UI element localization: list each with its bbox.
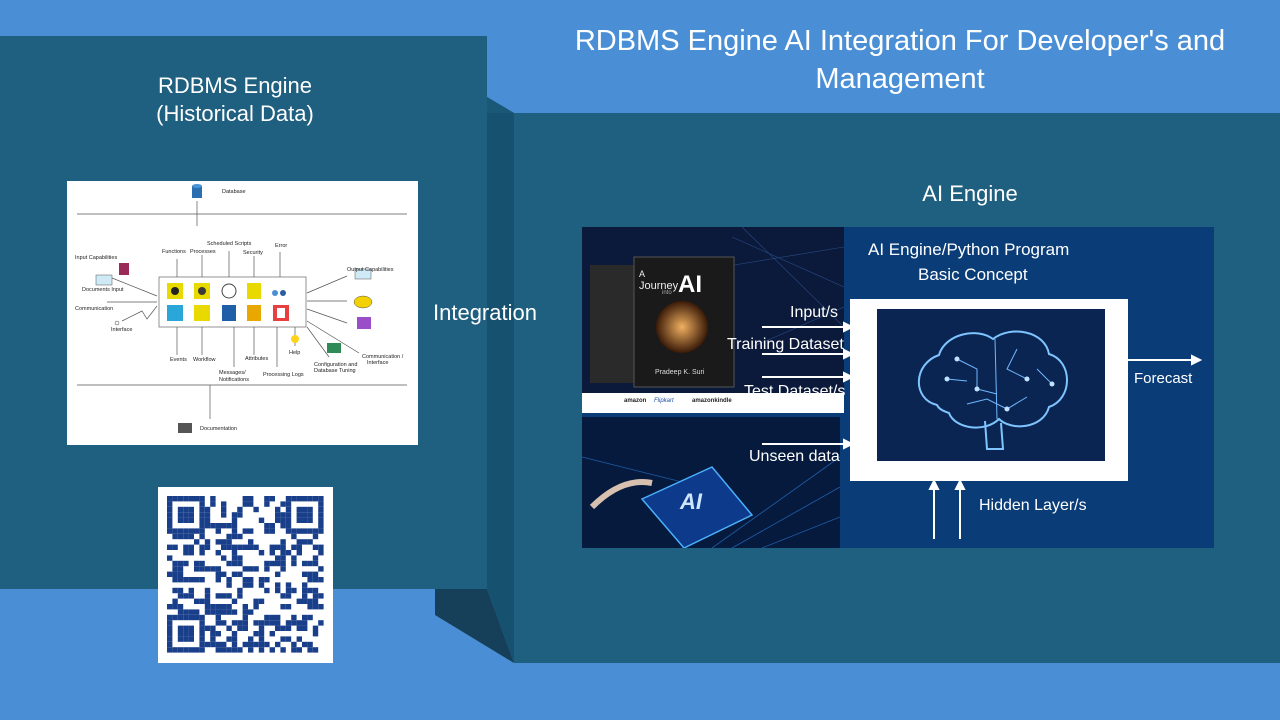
store-flipkart: Flipkart — [654, 398, 674, 404]
integration-label: Integration — [433, 300, 537, 325]
svg-text:Documentation: Documentation — [200, 426, 237, 432]
svg-text:Help: Help — [289, 350, 300, 356]
label-inputs: Input/s — [790, 304, 839, 321]
component-icons — [167, 283, 289, 321]
flow-arrows — [762, 321, 1203, 539]
ai-engine-diagram: A Journey into AI Pradeep K. Suri amazon… — [582, 227, 1214, 548]
ai-heading-line2: Basic Concept — [918, 265, 1028, 284]
label-forecast: Forecast — [1134, 370, 1193, 387]
book-small-a: A — [639, 269, 646, 279]
database-icon — [192, 184, 202, 198]
book-ai-title: AI — [678, 271, 702, 298]
svg-text:Database Tuning: Database Tuning — [314, 368, 356, 374]
svg-text:Configuration and: Configuration and — [314, 362, 357, 368]
svg-text:Processes: Processes — [190, 249, 216, 255]
label-hidden-layers: Hidden Layer/s — [979, 497, 1087, 514]
chip-ai-text: AI — [680, 489, 702, 514]
book-journey: Journey — [639, 280, 679, 292]
svg-text:Notifications: Notifications — [219, 377, 249, 383]
svg-text:Input Capabilities: Input Capabilities — [75, 255, 117, 261]
svg-text:Interface: Interface — [367, 360, 388, 366]
brain-circuit-icon — [877, 309, 1105, 461]
svg-text:Security: Security — [243, 250, 263, 256]
book-into: into — [662, 290, 672, 296]
svg-text:Functions: Functions — [162, 249, 186, 255]
svg-text:Attributes: Attributes — [245, 356, 268, 362]
label-training-dataset: Training Dataset — [727, 336, 844, 353]
label-unseen-data: Unseen data — [749, 448, 840, 465]
svg-text:Output Capabilities: Output Capabilities — [347, 267, 394, 273]
rdbms-engine-title: RDBMS Engine (Historical Data) — [156, 73, 314, 126]
svg-text:Documents Input: Documents Input — [82, 287, 124, 293]
rdbms-component-diagram: Database Input Capabilities Documents In… — [67, 181, 418, 445]
ai-heading-line1: AI Engine/Python Program — [868, 240, 1070, 259]
svg-text:Events: Events — [170, 357, 187, 363]
ai-chip-photo: AI — [582, 417, 840, 548]
ai-engine-title: AI Engine — [922, 181, 1018, 206]
slide-title: RDBMS Engine AI Integration For Develope… — [574, 25, 1226, 95]
svg-text:Communication /: Communication / — [362, 354, 404, 360]
svg-text:Interface: Interface — [111, 327, 132, 333]
store-kindle: amazonkindle — [692, 398, 732, 404]
label-test-dataset: Test Dataset/s — [744, 383, 846, 400]
store-amazon: amazon — [624, 398, 647, 404]
svg-text:Processing Logs: Processing Logs — [263, 372, 304, 378]
book-cover-photo: A Journey into AI Pradeep K. Suri amazon… — [582, 227, 844, 413]
book-author: Pradeep K. Suri — [655, 369, 705, 376]
qr-code — [158, 487, 333, 663]
svg-text:Communication: Communication — [75, 306, 113, 312]
svg-text:Workflow: Workflow — [193, 357, 216, 363]
svg-text:Error: Error — [275, 243, 287, 249]
svg-text:Messages/: Messages/ — [219, 370, 246, 376]
svg-text:Scheduled Scripts: Scheduled Scripts — [207, 241, 252, 247]
svg-text:Database: Database — [222, 189, 246, 195]
